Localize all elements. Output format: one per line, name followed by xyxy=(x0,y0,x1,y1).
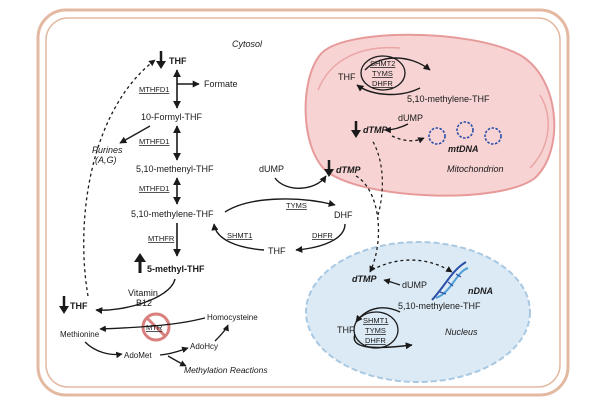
enzyme-dhfr-cytosol: DHFR xyxy=(312,231,333,240)
ndna-icon xyxy=(431,261,469,301)
cytosol-label: Cytosol xyxy=(232,39,263,49)
cell-membrane xyxy=(36,8,570,397)
thf-nucleus: THF xyxy=(337,325,355,335)
methylene-thf: 5,10-methylene-THF xyxy=(131,209,214,219)
purines-bases: (A,G) xyxy=(95,155,117,165)
enzyme-tyms-cytosol: TYMS xyxy=(286,201,307,210)
cytosol-thymidylate-cycle: dUMP dTMP TYMS DHF DHFR THF SHMT1 xyxy=(211,139,383,273)
dump-cytosol: dUMP xyxy=(259,164,284,174)
methionine: Methionine xyxy=(60,330,100,339)
methylation-reactions: Methylation Reactions xyxy=(184,365,268,375)
decrease-arrow-icon xyxy=(156,51,166,69)
enzyme-mthfd1-b: MTHFD1 xyxy=(139,137,169,146)
increase-arrow-icon xyxy=(134,253,146,273)
dump-mito: dUMP xyxy=(398,113,423,123)
enzyme-mthfd1-a: MTHFD1 xyxy=(139,85,169,94)
nucleus xyxy=(305,241,531,383)
enzyme-dhfr-nucleus: DHFR xyxy=(365,336,386,345)
mitochondrion xyxy=(304,33,556,197)
adomet: AdoMet xyxy=(124,351,152,360)
dtmp-cytosol: dTMP xyxy=(336,165,361,175)
dtmp-nucleus: dTMP xyxy=(352,274,377,284)
decrease-arrow-icon xyxy=(324,160,334,177)
adohcy: AdoHcy xyxy=(190,342,218,351)
nucleus-cycle: dTMP dUMP nDNA 5,10-methylene-THF THF SH… xyxy=(337,259,493,350)
ndna-label: nDNA xyxy=(468,286,493,296)
nucleus-label: Nucleus xyxy=(445,327,478,337)
methyl-thf: 5-methyl-THF xyxy=(147,264,205,274)
methylene-thf-nucleus: 5,10-methylene-THF xyxy=(398,301,481,311)
vitamin-label: Vitamin xyxy=(128,288,158,298)
purines-label: Purines xyxy=(92,145,123,155)
methenyl-thf: 5,10-methenyl-THF xyxy=(136,164,214,174)
dtmp-mito: dTMP xyxy=(363,125,388,135)
mitochondrion-label: Mitochondrion xyxy=(447,164,504,174)
enzyme-tyms-nucleus: TYMS xyxy=(365,326,386,335)
methylene-thf-mito: 5,10-methylene-THF xyxy=(407,94,490,104)
decrease-arrow-icon xyxy=(351,121,361,138)
cytosol-pathway: THF Formate MTHFD1 10-Formyl-THF Purines… xyxy=(59,51,268,375)
mtdna-label: mtDNA xyxy=(448,144,479,154)
b12-label: B12 xyxy=(136,298,152,308)
enzyme-mtr: MTR xyxy=(146,323,163,332)
dump-nucleus: dUMP xyxy=(402,280,427,290)
thf-left: THF xyxy=(70,301,88,311)
homocysteine: Homocysteine xyxy=(207,313,258,322)
enzyme-mthfr: MTHFR xyxy=(148,234,175,243)
thf-cycle: THF xyxy=(268,246,286,256)
enzyme-tyms-mito: TYMS xyxy=(372,69,393,78)
enzyme-shmt2-mito: SHMT2 xyxy=(370,59,395,68)
decrease-arrow-icon xyxy=(59,296,69,314)
dhf: DHF xyxy=(334,210,353,220)
mtdna-icon xyxy=(428,121,502,145)
formyl-thf: 10-Formyl-THF xyxy=(141,112,202,122)
enzyme-mthfd1-c: MTHFD1 xyxy=(139,184,169,193)
enzyme-shmt1-nucleus: SHMT1 xyxy=(363,316,388,325)
enzyme-shmt1-cytosol: SHMT1 xyxy=(227,231,252,240)
mito-cycle: THF SHMT2 TYMS DHFR 5,10-methylene-THF d… xyxy=(338,55,502,154)
thf-top: THF xyxy=(169,56,187,66)
thf-mito: THF xyxy=(338,72,356,82)
formate: Formate xyxy=(204,79,238,89)
enzyme-dhfr-mito: DHFR xyxy=(372,79,393,88)
